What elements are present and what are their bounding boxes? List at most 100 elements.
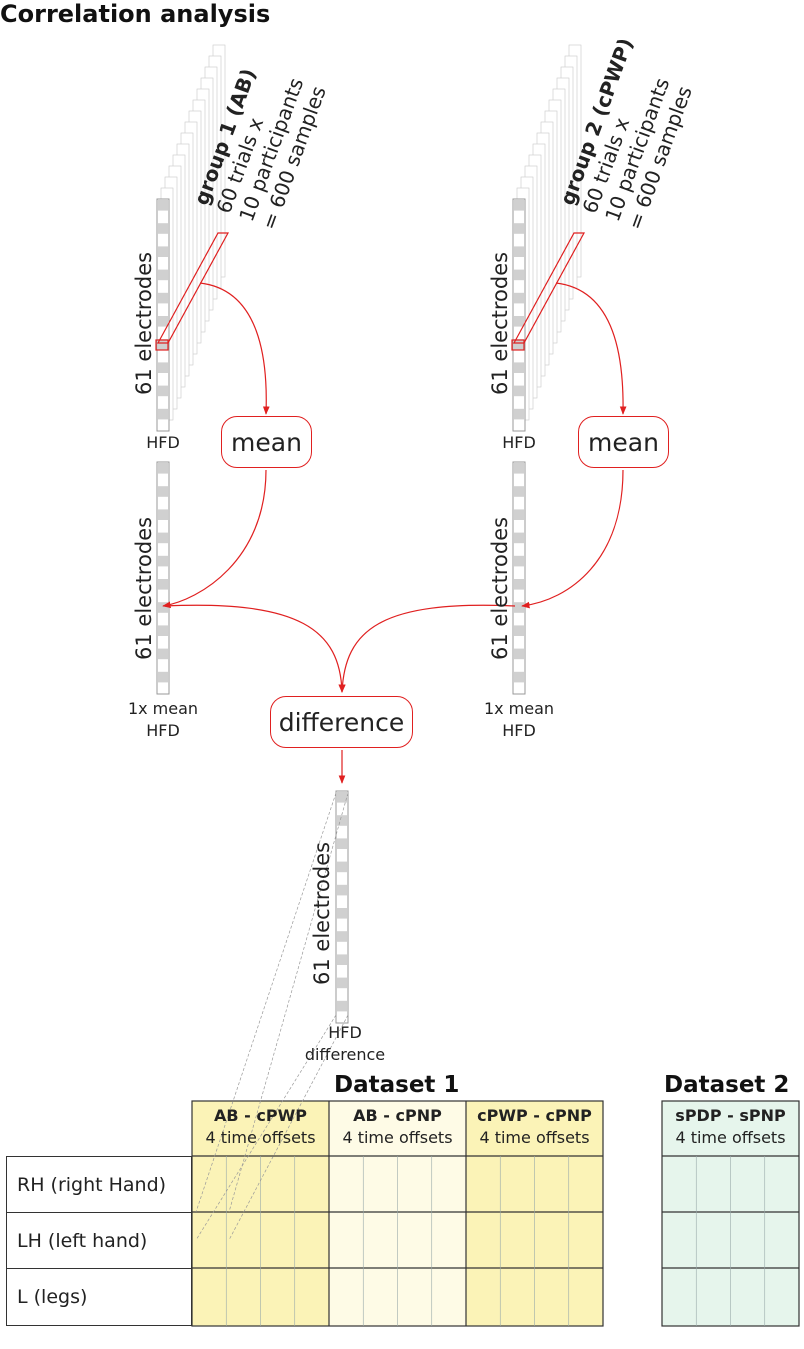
group1-sample-slice xyxy=(156,232,230,344)
electrode-strip-g1-segment xyxy=(158,362,168,373)
electrode-strip-g1-segment xyxy=(158,223,168,234)
electrode-strips xyxy=(156,198,526,1024)
mean-strip-g1-segment xyxy=(158,579,168,590)
mean-strip-g1-segment xyxy=(158,648,168,660)
electrode-strip-g1-segment xyxy=(158,385,168,397)
electrode-strip-g2-segment xyxy=(514,316,524,327)
arrow-g2-to-mean xyxy=(555,282,627,415)
mean-strip-g1-segment xyxy=(158,509,168,520)
dataset1-category-cpwp-cpnp-name: cPWP - cPNP xyxy=(477,1106,592,1125)
difference-strip-segment xyxy=(337,861,347,873)
dataset1-category-ab-cpwp: AB - cPWP 4 time offsets xyxy=(192,1101,329,1156)
hfd-difference-label: HFD difference xyxy=(295,1022,395,1066)
electrodes-label-g2-top: 61 electrodes xyxy=(488,251,512,395)
leader-line xyxy=(195,792,337,1213)
dataset1-category-ab-cpwp-name: AB - cPWP xyxy=(214,1106,307,1125)
electrode-strip-g2 xyxy=(512,198,526,432)
group2-sample-slice-cell xyxy=(511,339,525,351)
row-label-rh: RH (right Hand) xyxy=(6,1156,192,1213)
mean-strip-g1-segment xyxy=(158,486,168,497)
difference-box: difference xyxy=(270,696,413,748)
group1-sample-slice-cell xyxy=(155,339,169,351)
electrode-strip-g2-segment xyxy=(514,408,524,420)
electrodes-label-g1-mean: 61 electrodes xyxy=(132,516,156,660)
arrow-g1-to-mean xyxy=(199,282,270,415)
difference-leader-lines xyxy=(195,792,349,1241)
electrode-strip-g2-segment xyxy=(514,200,524,211)
mean-strip-g1-segment xyxy=(158,671,168,683)
row-label-lh: LH (left hand) xyxy=(6,1212,192,1269)
hfd-label-g2: HFD xyxy=(502,433,536,452)
dataset1-category-ab-cpnp-name: AB - cPNP xyxy=(353,1106,442,1125)
mean-strip-g2-segment xyxy=(514,555,524,567)
electrode-strip-g2-segment xyxy=(514,362,524,373)
mean-hfd-label-g2: 1x mean HFD xyxy=(474,698,564,742)
electrode-strip-g2-segment xyxy=(514,339,524,350)
difference-strip-segment xyxy=(337,815,347,826)
difference-strip xyxy=(335,790,349,1024)
mean-box-g1: mean xyxy=(221,416,312,468)
group2-trial-stack xyxy=(516,44,582,421)
leader-line xyxy=(228,1014,349,1241)
mean-strip-g1-segment xyxy=(158,532,168,544)
dataset1-category-ab-cpnp-sub: 4 time offsets xyxy=(342,1128,453,1147)
difference-strip-segment xyxy=(337,931,347,942)
leader-line xyxy=(228,792,349,1213)
mean-hfd-line1-g2: 1x mean xyxy=(483,699,555,718)
mean-strip-g2-segment xyxy=(514,532,524,544)
dataset1-category-ab-cpnp: AB - cPNP 4 time offsets xyxy=(329,1101,466,1156)
mean-box-g2: mean xyxy=(578,416,669,468)
mean-strip-g2 xyxy=(512,461,526,695)
dataset1-category-ab-cpwp-sub: 4 time offsets xyxy=(205,1128,316,1147)
mean-strip-g2-segment xyxy=(514,648,524,660)
electrode-strip-g1-segment xyxy=(158,269,168,281)
dataset2-category-spdp-spnp: sPDP - sPNP 4 time offsets xyxy=(662,1101,799,1156)
dataset1-title: Dataset 1 xyxy=(334,1072,460,1098)
electrodes-label-difference: 61 electrodes xyxy=(310,841,334,985)
electrode-strip-g2-segment xyxy=(514,385,524,397)
figure-title: Correlation analysis xyxy=(0,0,271,28)
difference-strip-segment xyxy=(337,908,347,919)
mean-strip-g2-segment xyxy=(514,463,524,474)
difference-strip-segment xyxy=(337,792,347,803)
mean-hfd-line1-g1: 1x mean xyxy=(127,699,199,718)
mean-strip-g2-segment xyxy=(514,671,524,683)
mean-hfd-line2-g2: HFD xyxy=(502,721,536,740)
arrow-g2-to-difference xyxy=(339,604,516,693)
electrode-strip-g2-segment xyxy=(514,223,524,234)
mean-strip-g2-segment xyxy=(514,625,524,636)
row-label-l: L (legs) xyxy=(6,1268,192,1326)
mean-strip-g2-segment xyxy=(514,579,524,590)
arrow-g1-to-difference xyxy=(164,604,346,693)
dataset-grids xyxy=(191,1100,800,1327)
dataset2-category-spdp-spnp-name: sPDP - sPNP xyxy=(675,1106,786,1125)
mean-strip-g1-segment xyxy=(158,463,168,474)
dataset1-category-cpwp-cpnp: cPWP - cPNP 4 time offsets xyxy=(466,1101,603,1156)
electrode-strip-g1 xyxy=(156,198,170,432)
electrode-strip-g2-segment xyxy=(514,292,524,304)
group1-trial-stack xyxy=(160,44,226,421)
dataset1-category-cpwp-cpnp-sub: 4 time offsets xyxy=(479,1128,590,1147)
mean-strip-g2-segment xyxy=(514,486,524,497)
electrode-strip-g2-segment xyxy=(514,269,524,281)
hfd-label-g1: HFD xyxy=(146,433,180,452)
difference-strip-segment xyxy=(337,838,347,849)
mean-hfd-line2-g1: HFD xyxy=(146,721,180,740)
mean-strip-g2-segment xyxy=(514,602,524,613)
electrode-strip-g2-segment xyxy=(514,246,524,257)
difference-strip-segment xyxy=(337,954,347,965)
mean-strip-g1-segment xyxy=(158,625,168,636)
electrode-strip-g1-segment xyxy=(158,408,168,420)
arrow-mean-g2-to-strip xyxy=(521,469,624,609)
electrode-strip-g1-segment xyxy=(158,200,168,211)
leader-line xyxy=(195,1014,337,1241)
difference-strip-segment xyxy=(337,884,347,896)
dataset2-category-spdp-spnp-sub: 4 time offsets xyxy=(675,1128,786,1147)
mean-strip-g1-segment xyxy=(158,555,168,567)
difference-strip-segment xyxy=(337,1000,347,1012)
electrode-strip-g1-segment xyxy=(158,246,168,257)
electrode-strip-g1-segment xyxy=(158,292,168,304)
flow-arrows xyxy=(155,232,627,784)
mean-strip-g2-segment xyxy=(514,509,524,520)
